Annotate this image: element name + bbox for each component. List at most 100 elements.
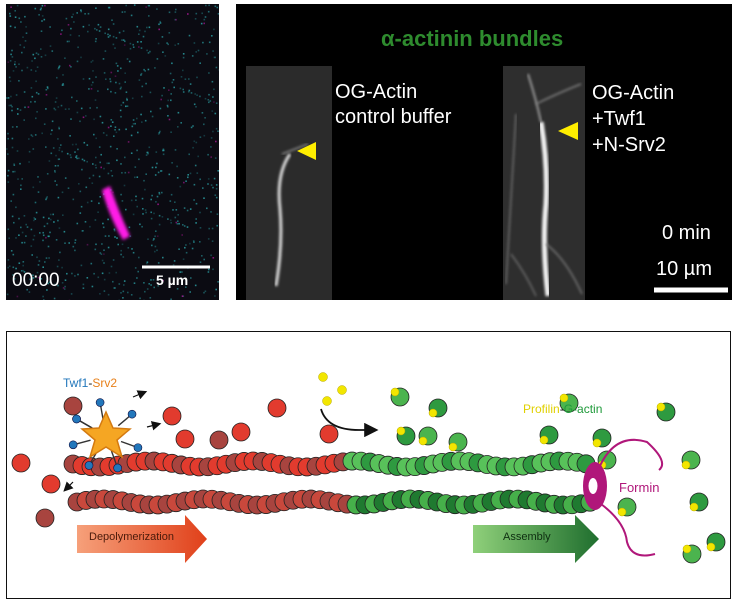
noise-speckle bbox=[116, 65, 119, 67]
noise-speckle bbox=[69, 64, 71, 67]
noise-speckle bbox=[145, 82, 147, 85]
noise-speckle bbox=[130, 14, 133, 17]
noise-speckle bbox=[93, 133, 95, 136]
label-separator: - bbox=[559, 402, 564, 416]
noise-speckle bbox=[182, 53, 185, 55]
bundle-images bbox=[246, 66, 728, 300]
noise-speckle bbox=[182, 91, 185, 93]
noise-speckle bbox=[212, 50, 214, 52]
noise-speckle bbox=[195, 202, 198, 205]
noise-speckle bbox=[210, 146, 212, 148]
noise-speckle bbox=[70, 293, 73, 295]
noise-speckle bbox=[142, 213, 144, 215]
noise-speckle bbox=[74, 275, 76, 277]
noise-speckle bbox=[57, 196, 60, 199]
treated-bundle-filament bbox=[538, 121, 551, 297]
profilin-bound bbox=[396, 426, 406, 436]
noise-speckle bbox=[158, 191, 161, 194]
twf1-domain bbox=[68, 440, 78, 450]
noise-speckle bbox=[7, 132, 9, 135]
noise-speckle bbox=[90, 61, 93, 63]
noise-speckle bbox=[160, 98, 162, 101]
noise-speckle bbox=[118, 82, 121, 85]
noise-speckle bbox=[126, 99, 128, 101]
noise-speckle bbox=[35, 211, 38, 214]
assembly-label: Assembly bbox=[503, 531, 551, 543]
noise-speckle bbox=[47, 87, 49, 90]
noise-speckle bbox=[193, 183, 196, 186]
noise-speckle bbox=[155, 151, 158, 153]
noise-speckle bbox=[37, 264, 40, 266]
treated-side-filament-4 bbox=[510, 253, 537, 297]
noise-speckle bbox=[186, 209, 189, 212]
noise-speckle bbox=[69, 154, 72, 156]
noise-speckle bbox=[54, 283, 56, 286]
noise-speckle bbox=[11, 109, 13, 112]
noise-speckle bbox=[76, 222, 79, 225]
noise-speckle bbox=[124, 171, 127, 174]
noise-speckle bbox=[215, 184, 218, 186]
noise-speckle bbox=[114, 92, 117, 94]
noise-speckle bbox=[170, 99, 172, 102]
noise-speckle bbox=[31, 254, 33, 256]
noise-speckle bbox=[114, 47, 116, 49]
noise-speckle bbox=[8, 104, 11, 107]
noise-speckle bbox=[45, 146, 47, 148]
noise-speckle bbox=[107, 293, 110, 296]
noise-speckle bbox=[98, 30, 101, 32]
noise-speckle bbox=[204, 117, 206, 119]
noise-speckle bbox=[107, 33, 109, 36]
noise-speckle bbox=[211, 227, 214, 230]
noise-speckle bbox=[99, 115, 102, 118]
noise-speckle bbox=[35, 80, 37, 83]
noise-speckle bbox=[48, 217, 50, 220]
noise-speckle bbox=[136, 277, 138, 279]
noise-speckle bbox=[71, 143, 74, 146]
noise-speckle bbox=[7, 61, 10, 63]
noise-speckle bbox=[33, 219, 35, 222]
noise-speckle bbox=[79, 120, 81, 123]
adp-actin-monomer bbox=[63, 396, 83, 416]
noise-speckle bbox=[170, 131, 172, 133]
noise-speckle bbox=[148, 283, 150, 285]
noise-speckle bbox=[212, 130, 214, 133]
noise-speckle bbox=[137, 131, 139, 134]
noise-speckle bbox=[132, 43, 134, 46]
noise-speckle bbox=[90, 262, 93, 265]
noise-speckle bbox=[54, 108, 57, 111]
scale-bar-label: 5 µm bbox=[156, 272, 189, 288]
noise-speckle bbox=[112, 35, 115, 38]
noise-speckle bbox=[7, 259, 10, 261]
noise-speckle bbox=[147, 238, 149, 240]
noise-speckle bbox=[70, 156, 72, 159]
profilin-bound bbox=[617, 507, 627, 517]
noise-speckle bbox=[46, 289, 48, 291]
twf1-label: Twf1 bbox=[63, 376, 89, 390]
noise-speckle bbox=[205, 4, 207, 7]
noise-speckle bbox=[58, 147, 61, 149]
noise-speckle bbox=[19, 109, 22, 111]
noise-speckle bbox=[160, 170, 162, 172]
noise-speckle bbox=[112, 280, 114, 283]
noise-speckle bbox=[12, 193, 15, 196]
noise-speckle bbox=[64, 242, 66, 244]
label-separator: - bbox=[88, 376, 93, 390]
noise-speckle bbox=[189, 172, 192, 175]
noise-speckle bbox=[70, 118, 72, 120]
noise-speckle bbox=[99, 26, 102, 28]
noise-speckle bbox=[207, 183, 209, 185]
noise-speckle bbox=[34, 218, 37, 220]
noise-speckle bbox=[99, 196, 101, 198]
noise-speckle bbox=[194, 18, 197, 20]
noise-speckle bbox=[54, 170, 56, 172]
noise-speckle bbox=[217, 13, 219, 15]
noise-speckle bbox=[114, 129, 116, 131]
noise-speckle bbox=[97, 211, 99, 213]
noise-speckle bbox=[120, 86, 122, 89]
noise-speckle bbox=[136, 117, 138, 120]
noise-speckle bbox=[58, 65, 61, 67]
noise-speckle bbox=[119, 109, 122, 112]
adp-actin-monomer bbox=[41, 474, 61, 494]
treated-upper-filament bbox=[527, 73, 542, 123]
noise-speckle bbox=[141, 225, 143, 228]
